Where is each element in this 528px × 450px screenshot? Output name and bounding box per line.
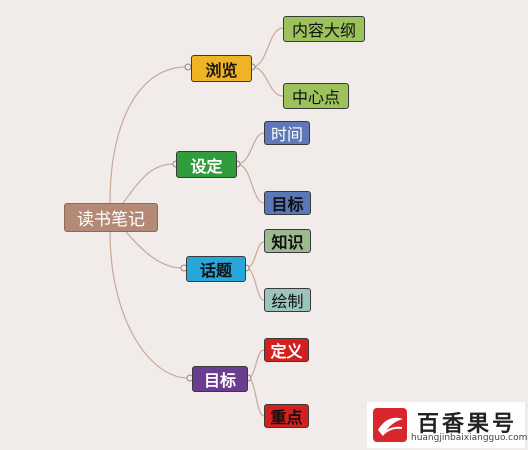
watermark: 百香果号 huangjinbaixiangguo.com: [367, 402, 528, 448]
leaf-node-outline[interactable]: 内容大纲: [283, 16, 365, 42]
connector-topic-draw: [245, 267, 265, 301]
connector-topic-knowledge: [245, 241, 265, 269]
connector-settings-goal: [236, 163, 265, 204]
leaf-node-goal[interactable]: 目标: [264, 191, 311, 215]
connector-root-settings: [117, 163, 175, 211]
leaf-node-key-point[interactable]: 重点: [264, 404, 309, 428]
watermark-url: huangjinbaixiangguo.com: [411, 433, 528, 443]
root-node[interactable]: 读书笔记: [64, 203, 158, 232]
branch-node-browse[interactable]: 浏览: [191, 55, 252, 82]
branch-node-topic[interactable]: 话题: [186, 256, 246, 282]
leaf-node-define[interactable]: 定义: [264, 338, 309, 362]
watermark-title: 百香果号: [417, 412, 518, 437]
connector-goal-define: [247, 349, 265, 379]
connector-browse-center: [251, 66, 284, 97]
connector-root-goal: [109, 231, 189, 379]
leaf-node-time[interactable]: 时间: [264, 121, 310, 145]
leaf-node-knowledge[interactable]: 知识: [264, 229, 311, 253]
leaf-node-draw[interactable]: 绘制: [264, 288, 311, 312]
connector-settings-time: [236, 132, 265, 165]
branch-node-goal[interactable]: 目标: [192, 366, 248, 392]
red-ribbon-logo-icon: [373, 408, 407, 442]
leaf-node-center-point[interactable]: 中心点: [283, 83, 349, 109]
connector-root-browse: [109, 66, 187, 204]
connector-goal-key: [247, 377, 265, 417]
branch-node-settings[interactable]: 设定: [176, 151, 237, 178]
connector-browse-outline: [251, 27, 284, 68]
